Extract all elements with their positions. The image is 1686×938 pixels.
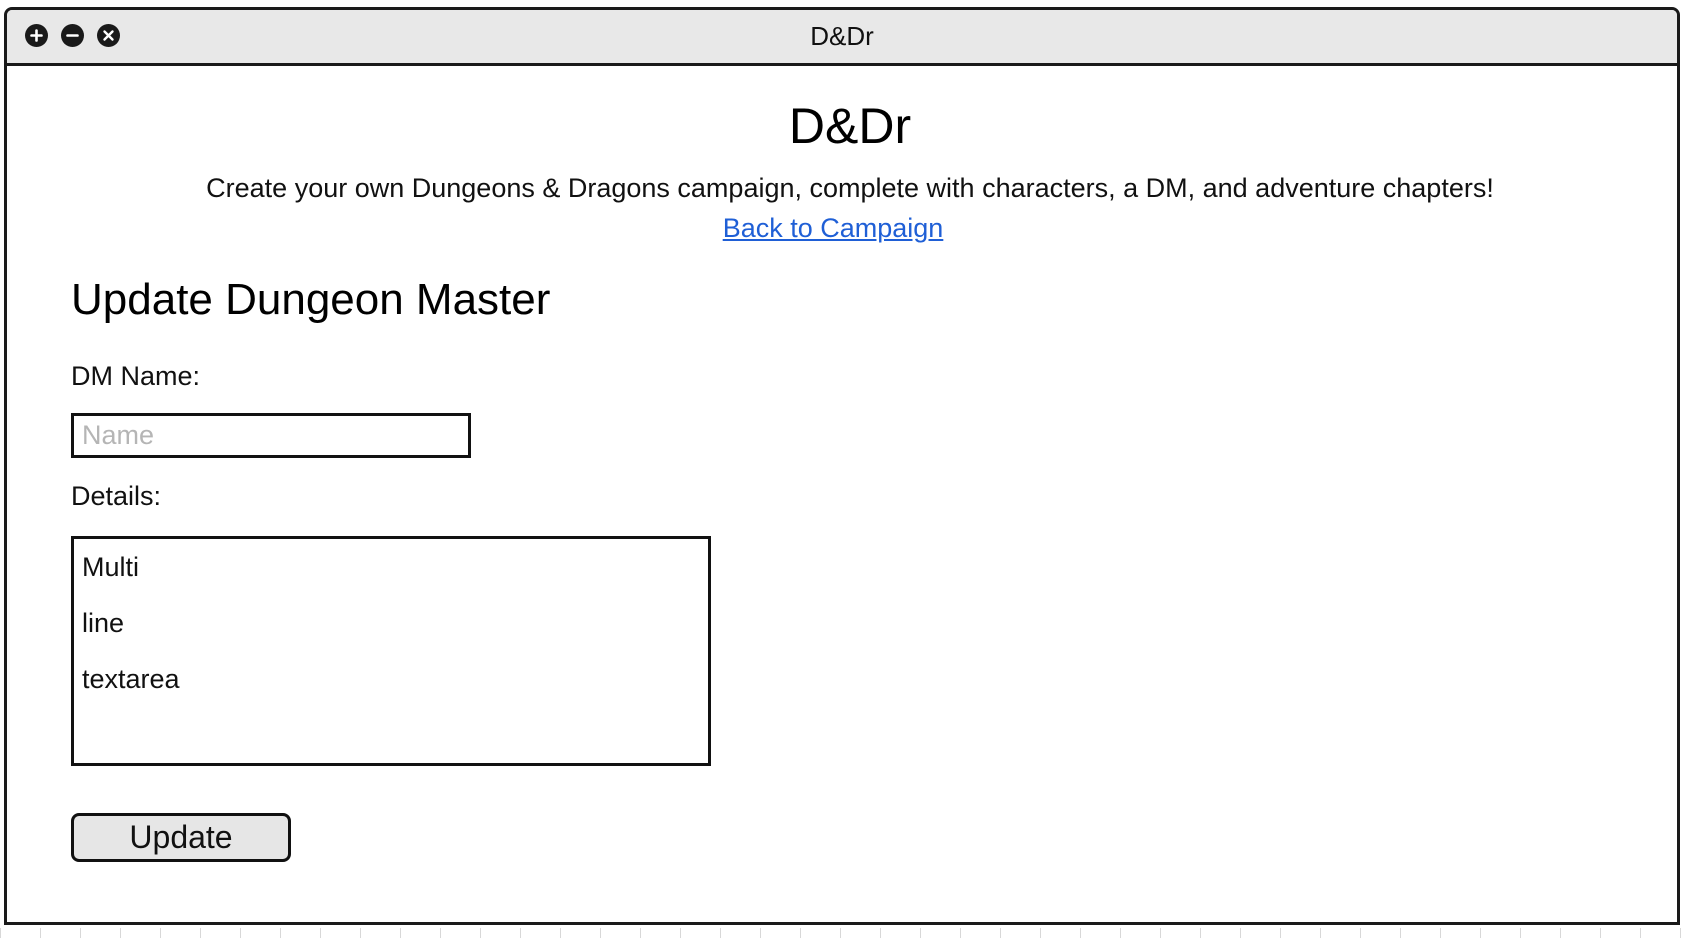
page-content: D&Dr Create your own Dungeons & Dragons … xyxy=(7,66,1677,922)
app-title: D&Dr xyxy=(788,98,912,154)
window-controls xyxy=(25,24,120,47)
window-titlebar[interactable]: D&Dr xyxy=(7,10,1677,66)
update-button[interactable]: Update xyxy=(71,813,291,862)
minus-icon[interactable] xyxy=(61,24,84,47)
form-title: Update Dungeon Master xyxy=(71,275,551,324)
details-label: Details: xyxy=(71,481,162,511)
dm-name-input[interactable] xyxy=(71,413,471,458)
details-textarea[interactable] xyxy=(71,536,711,766)
plus-icon[interactable] xyxy=(25,24,48,47)
canvas-grid xyxy=(0,928,1686,938)
dm-name-label: DM Name: xyxy=(71,361,201,391)
window-title: D&Dr xyxy=(810,21,874,51)
app-window: D&Dr D&Dr Create your own Dungeons & Dra… xyxy=(4,7,1680,925)
back-to-campaign-link[interactable]: Back to Campaign xyxy=(722,213,944,243)
close-icon[interactable] xyxy=(97,24,120,47)
back-link-wrapper: Back to Campaign xyxy=(7,210,1659,246)
app-tagline: Create your own Dungeons & Dragons campa… xyxy=(206,173,1494,203)
